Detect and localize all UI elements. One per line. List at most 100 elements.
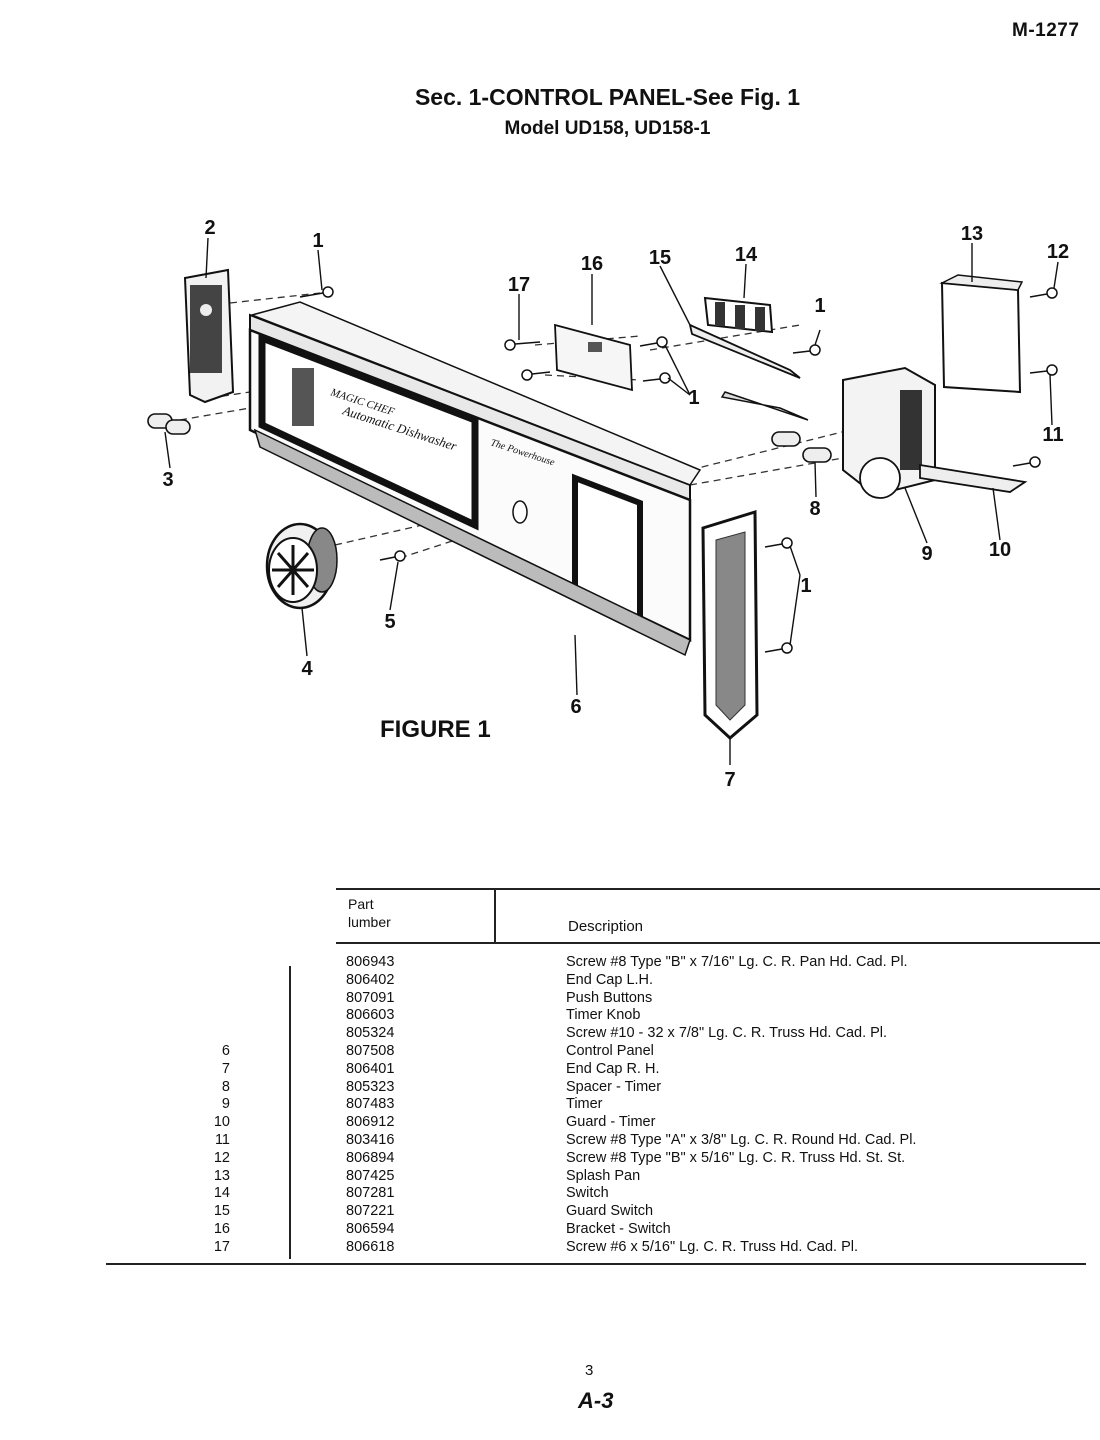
part-number-header-line2: lumber (348, 914, 391, 930)
ref-number: 16 (213, 1221, 230, 1237)
ref-number: 11 (214, 1132, 230, 1148)
part-number: 806603 (346, 1007, 395, 1024)
part-description: Screw #8 Type "B" x 7/16" Lg. C. R. Pan … (566, 954, 908, 970)
part-description: Screw #8 Type "A" x 3/8" Lg. C. R. Round… (566, 1132, 917, 1148)
timer (842, 366, 936, 499)
model-title: Model UD158, UD158-1 (504, 118, 711, 139)
table-row: 8 805323 Spacer - Timer (0, 1079, 1100, 1097)
table-row: 15 807221 Guard Switch (0, 1203, 1100, 1221)
part-description: Guard - Timer (566, 1114, 656, 1131)
table-row: 806402 End Cap L.H. (0, 972, 1100, 990)
table-row: 807091 Push Buttons (0, 990, 1100, 1008)
page-number: 3 (585, 1362, 594, 1379)
ref-number: 7 (221, 1060, 230, 1077)
end-cap-right (701, 509, 759, 741)
part-number: 806618 (346, 1238, 395, 1255)
callout-1-a: 1 (312, 230, 323, 252)
part-number: 807483 (346, 1096, 395, 1113)
part-number: 807425 (346, 1167, 395, 1184)
table-row: 10 806912 Guard - Timer (0, 1114, 1100, 1132)
callout-17: 17 (508, 274, 530, 296)
part-description: End Cap R. H. (566, 1060, 660, 1077)
table-row: 806603 Timer Knob (0, 1007, 1100, 1025)
assembly-guide-lines (179, 292, 861, 559)
callout-8: 8 (809, 498, 820, 520)
part-number: 806943 (346, 954, 395, 970)
callout-6: 6 (570, 696, 581, 718)
part-number: 805323 (346, 1078, 395, 1095)
timer-spacers (771, 431, 832, 463)
ref-number: 6 (221, 1043, 230, 1059)
part-description: Switch (566, 1185, 609, 1202)
ref-number: 8 (221, 1078, 230, 1095)
part-description: Screw #8 Type "B" x 5/16" Lg. C. R. Trus… (566, 1149, 906, 1166)
callout-9: 9 (921, 543, 932, 565)
table-column-divider (494, 888, 496, 943)
ref-number: 17 (213, 1238, 230, 1255)
leader-lines (164, 237, 1059, 765)
ref-number: 15 (213, 1203, 230, 1220)
ref-number: 12 (213, 1149, 230, 1166)
part-number-header: Part lumber (348, 895, 391, 931)
part-number: 805324 (346, 1025, 395, 1042)
part-number: 803416 (346, 1132, 395, 1148)
part-number: 806402 (346, 971, 395, 988)
callout-5: 5 (384, 611, 395, 633)
guard-switch (688, 323, 809, 421)
callout-1-c: 1 (814, 295, 825, 317)
part-number-header-line1: Part (348, 896, 374, 912)
part-description: Screw #10 - 32 x 7/8" Lg. C. R. Truss Hd… (566, 1025, 888, 1042)
callout-15: 15 (649, 247, 671, 269)
callout-14: 14 (735, 244, 758, 266)
part-description: Screw #6 x 5/16" Lg. C. R. Truss Hd. Cad… (566, 1238, 859, 1255)
ref-number: 10 (213, 1114, 230, 1131)
part-number: 806594 (346, 1221, 395, 1237)
part-description: Guard Switch (566, 1203, 654, 1220)
callout-3: 3 (162, 469, 173, 491)
timer-knob (265, 522, 338, 610)
table-row: 17 806618 Screw #6 x 5/16" Lg. C. R. Truss… (0, 1239, 1100, 1257)
part-description: Timer Knob (566, 1007, 641, 1024)
table-header-rule (336, 942, 1100, 944)
description-header: Description (568, 918, 644, 935)
section-title: Sec. 1-CONTROL PANEL-See Fig. 1 (414, 84, 801, 110)
ref-number: 9 (221, 1096, 230, 1113)
figure-label: FIGURE 1 (380, 716, 491, 743)
table-top-rule (336, 888, 1100, 890)
screws (299, 286, 1058, 654)
part-number: 807221 (346, 1203, 395, 1220)
part-number: 807508 (346, 1043, 395, 1059)
part-number: 807091 (346, 989, 395, 1006)
part-description: End Cap L.H. (566, 971, 654, 988)
callout-1-d: 1 (800, 575, 811, 597)
page-code: A-3 (578, 1388, 614, 1413)
part-description: Push Buttons (566, 989, 653, 1006)
callout-4: 4 (301, 658, 313, 680)
switch-bracket (554, 323, 633, 392)
part-number: 806912 (346, 1114, 395, 1131)
table-row: 12 806894 Screw #8 Type "B" x 5/16" Lg. C.… (0, 1150, 1100, 1168)
push-buttons (147, 413, 191, 435)
control-panel: MAGIC CHEF Automatic Dishwasher The Powe… (248, 301, 702, 657)
part-number: 807281 (346, 1185, 395, 1202)
callout-7: 7 (724, 769, 735, 791)
table-row: 806943 Screw #8 Type "B" x 7/16" Lg. C. R… (0, 954, 1100, 972)
part-number: 806401 (346, 1060, 395, 1077)
callout-2: 2 (204, 217, 215, 239)
table-row: 7 806401 End Cap R. H. (0, 1061, 1100, 1079)
table-row: 13 807425 Splash Pan (0, 1168, 1100, 1186)
table-row: 11 803416 Screw #8 Type "A" x 3/8" Lg. C. … (0, 1132, 1100, 1150)
exploded-parts-diagram: MAGIC CHEF Automatic Dishwasher The Powe… (147, 217, 1069, 791)
end-cap-left (183, 268, 235, 404)
switch (703, 296, 774, 334)
callout-1-b: 1 (688, 387, 699, 409)
part-description: Spacer - Timer (566, 1078, 662, 1095)
part-number: 806894 (346, 1149, 395, 1166)
callout-10: 10 (989, 539, 1011, 561)
ref-number: 13 (213, 1167, 230, 1184)
part-description: Splash Pan (566, 1167, 641, 1184)
callout-12: 12 (1047, 241, 1069, 263)
